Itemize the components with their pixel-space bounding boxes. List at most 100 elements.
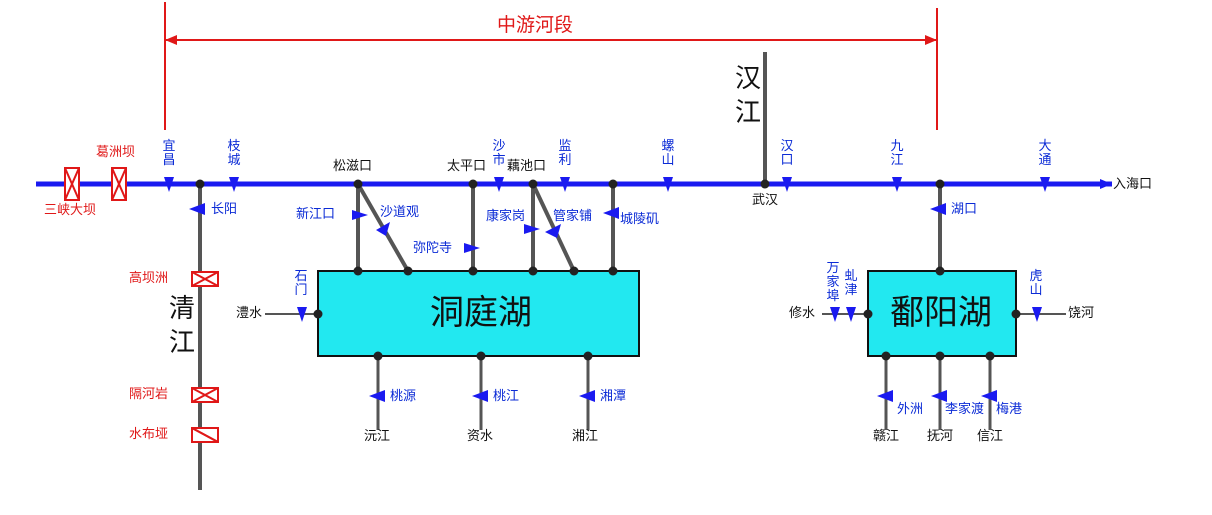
jiujiang-label: 九江 <box>890 139 904 168</box>
shashi-station-icon <box>494 177 504 192</box>
xinjiang-inlet-node <box>985 351 995 361</box>
sea-label: 入海口 <box>1113 177 1153 192</box>
mituosi-station-icon <box>464 243 480 253</box>
yichang-station-icon <box>164 177 174 192</box>
ouchikou-label: 藕池口 <box>507 159 547 174</box>
qiujin-label: 虬津 <box>844 269 858 298</box>
xiangtan-label: 湘潭 <box>600 389 627 404</box>
ganjiang-inlet-node <box>881 351 891 361</box>
jianli-label: 监利 <box>558 139 572 168</box>
raohe-inlet-node <box>1011 309 1021 319</box>
qiujin-station-icon <box>846 307 856 322</box>
taipingkou-node <box>468 179 478 189</box>
dongting-inlet-node-3 <box>468 266 478 276</box>
chenglingji-label: 城陵矶 <box>620 212 660 227</box>
xiangjiang-label: 湘江 <box>572 429 599 444</box>
poyang-lake-box <box>867 270 1017 357</box>
changyang-label: 长阳 <box>211 202 238 217</box>
hukou-main-node <box>935 179 945 189</box>
dongting-inlet-node-4 <box>528 266 538 276</box>
shuibuya-dam-icon <box>191 427 219 443</box>
poyang-lake-label: 鄱阳湖 <box>890 293 992 333</box>
dongting-inlet-node-2 <box>403 266 413 276</box>
xiushui-inlet-node <box>863 309 873 319</box>
zhicheng-station-icon <box>229 177 239 192</box>
kangjiagang-station-icon <box>524 224 540 234</box>
shashi-label: 沙市 <box>492 139 506 168</box>
fuhe-inlet-node <box>935 351 945 361</box>
dongting-outlet-node <box>608 266 618 276</box>
xinjiang-label: 信江 <box>977 429 1004 444</box>
shadaoguan-label: 沙道观 <box>380 205 420 220</box>
geheyan-dam-label: 隔河岩 <box>129 387 169 402</box>
gaobazhou-dam-label: 高坝洲 <box>129 271 169 286</box>
datong-label: 大通 <box>1038 139 1052 168</box>
xinjiangkou-label: 新江口 <box>296 207 336 222</box>
taoyuan-label: 桃源 <box>390 389 417 404</box>
qingjiang-junction-node <box>195 179 205 189</box>
songzikou-node <box>353 179 363 189</box>
changyang-station-icon <box>189 203 205 215</box>
jianli-station-icon <box>560 177 570 192</box>
taojiang-label: 桃江 <box>493 389 520 404</box>
wuhan-label: 武汉 <box>752 193 779 208</box>
sanxia-dam-icon <box>64 167 80 201</box>
shimen-label: 石门 <box>294 269 308 298</box>
hankou-label: 汉口 <box>780 139 794 168</box>
taipingkou-label: 太平口 <box>447 159 487 174</box>
qingjiang-label: 清江 <box>168 294 195 358</box>
dongting-inlet-node-1 <box>353 266 363 276</box>
guanjiapu-station-icon <box>545 224 561 238</box>
gezhouba-dam-icon <box>111 167 127 201</box>
zishui-inlet-node <box>476 351 486 361</box>
hukou-station-icon <box>930 203 946 215</box>
sanxia-dam-label: 三峡大坝 <box>44 203 97 218</box>
geheyan-dam-icon <box>191 387 219 403</box>
taoyuan-station-icon <box>369 390 385 402</box>
mituosi-label: 弥陀寺 <box>413 241 453 256</box>
gezhouba-dam-label: 葛洲坝 <box>96 145 136 160</box>
poyang-outlet-node <box>935 266 945 276</box>
fuhe-label: 抚河 <box>927 429 954 444</box>
xinjiangkou-station-icon <box>352 210 368 220</box>
zishui-label: 资水 <box>467 429 494 444</box>
lishui-label: 澧水 <box>236 306 263 321</box>
yichang-label: 宜昌 <box>162 139 176 168</box>
kangjiagang-label: 康家岗 <box>486 209 526 224</box>
wanjiabu-station-icon <box>830 307 840 322</box>
xiushui-label: 修水 <box>789 306 816 321</box>
ganjiang-label: 赣江 <box>873 429 900 444</box>
yuanjiang-label: 沅江 <box>364 429 391 444</box>
zhicheng-label: 枝城 <box>227 139 241 168</box>
reach-title: 中游河段 <box>497 14 574 36</box>
guanjiapu-label: 管家铺 <box>553 209 593 224</box>
yuanjiang-inlet-node <box>373 351 383 361</box>
luoshan-station-icon <box>663 177 673 192</box>
gaobazhou-dam-icon <box>191 271 219 287</box>
songzikou-label: 松滋口 <box>333 159 373 174</box>
wanjiabu-label: 万家埠 <box>826 261 840 304</box>
waizhou-label: 外洲 <box>897 402 924 417</box>
reach-span-right-arrow <box>925 35 937 45</box>
xiangtan-station-icon <box>579 390 595 402</box>
lishui-inlet-node <box>313 309 323 319</box>
hushan-station-icon <box>1032 307 1042 322</box>
sea-arrow <box>1100 179 1112 189</box>
shadaoguan-station-icon <box>376 222 390 236</box>
lijiadu-station-icon <box>931 390 947 402</box>
ouchikou-node <box>528 179 538 189</box>
shuibuya-dam-label: 水布垭 <box>129 427 169 442</box>
jiujiang-station-icon <box>892 177 902 192</box>
dongting-inlet-node-5 <box>569 266 579 276</box>
ouchi-channel-east <box>531 183 576 272</box>
chenglingji-main-node <box>608 179 618 189</box>
meigang-station-icon <box>981 390 997 402</box>
hushan-label: 虎山 <box>1029 269 1043 298</box>
wuhan-node <box>760 179 770 189</box>
taojiang-station-icon <box>472 390 488 402</box>
raohe-label: 饶河 <box>1068 306 1095 321</box>
luoshan-label: 螺山 <box>661 139 675 168</box>
hukou-label: 湖口 <box>951 202 978 217</box>
